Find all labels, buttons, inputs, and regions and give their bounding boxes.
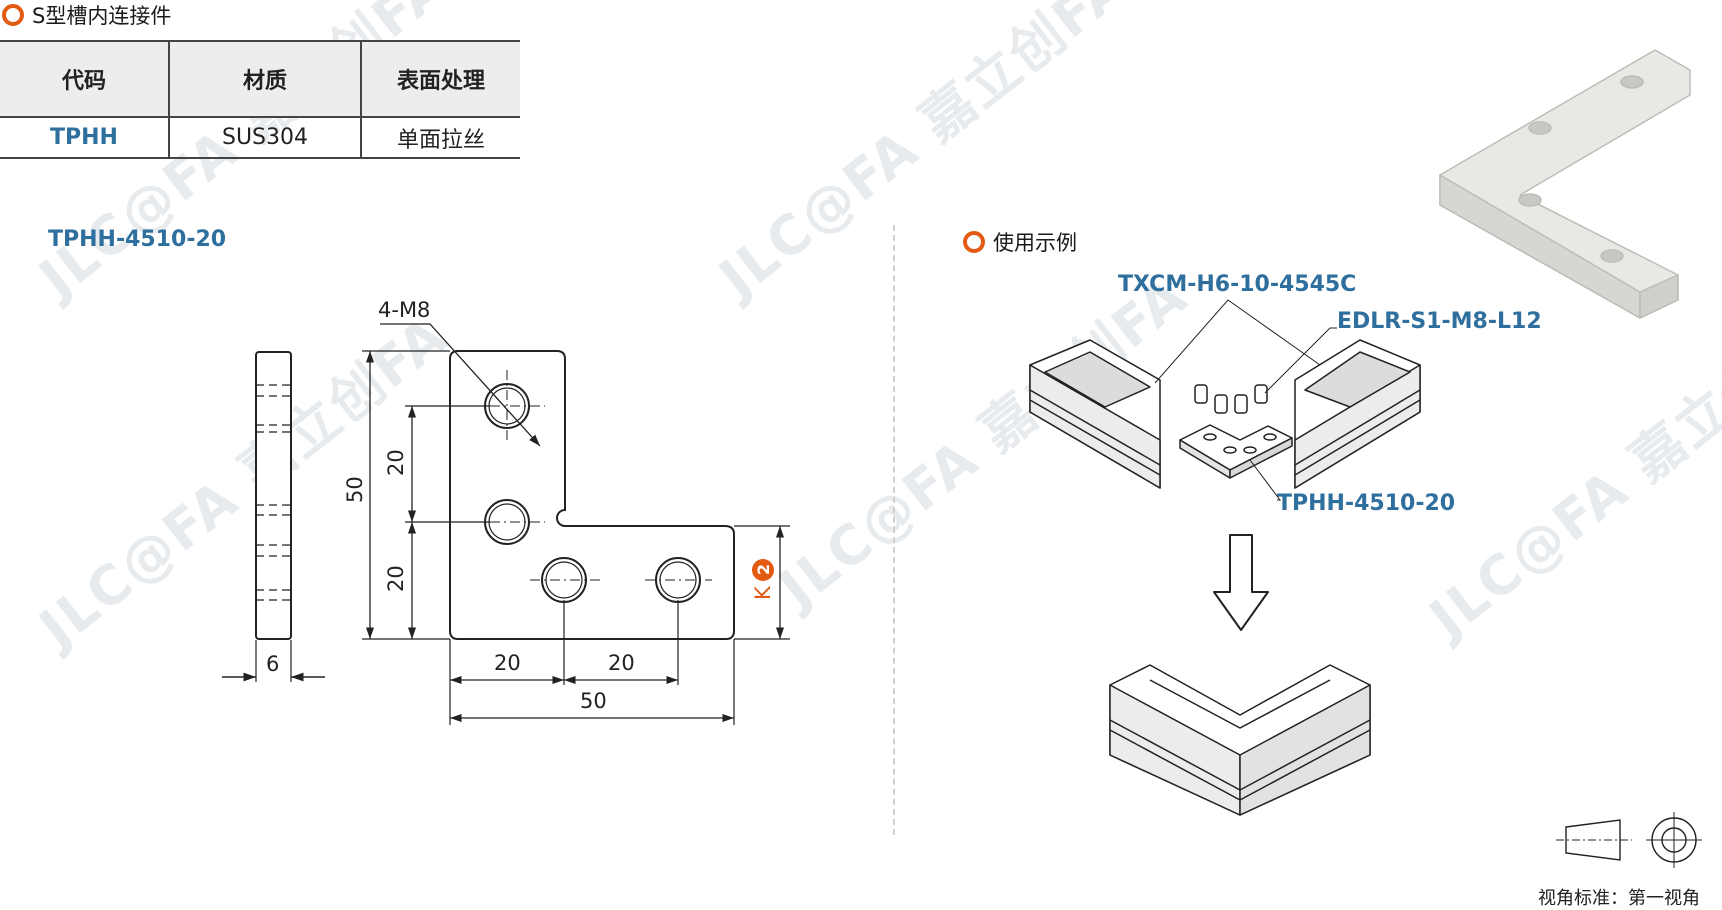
k-badge-text: 2 (754, 564, 773, 575)
cell-code: TPHH (0, 117, 169, 159)
profile-left (1029, 339, 1161, 489)
spec-section-title: S型槽内连接件 (2, 0, 171, 30)
side-view-hidden-lines (256, 384, 291, 601)
product-3d-image (1439, 49, 1691, 319)
height-total-dim-text: 50 (343, 476, 367, 503)
part-number-label: TPHH-4510-20 (48, 227, 227, 252)
hole-callout-text: 4-M8 (378, 298, 430, 322)
pitch-h2-dim-text: 20 (608, 651, 635, 675)
usage-section-title: 使用示例 (963, 227, 1077, 257)
bullet-ring-icon (2, 4, 24, 26)
header-material: 材质 (168, 41, 361, 117)
label-screw: EDLR-S1-M8-L12 (1337, 309, 1542, 334)
label-plate: TPHH-4510-20 (1277, 491, 1456, 516)
technical-drawing: 4-M8 6 50 20 20 20 20 50 K 2 (222, 298, 790, 725)
cell-surface: 单面拉丝 (360, 117, 520, 159)
k-dim-letter: K (751, 585, 775, 600)
thickness-dim-text: 6 (266, 652, 279, 676)
l-plate-small (1179, 424, 1293, 479)
label-profile: TXCM-H6-10-4545C (1118, 272, 1357, 297)
assembled-frame (1109, 664, 1371, 816)
pitch-h1-dim-text: 20 (494, 651, 521, 675)
header-code: 代码 (61, 69, 106, 94)
k-badge-icon (752, 559, 774, 581)
first-angle-projection-icon (1556, 812, 1702, 868)
spec-title-text: S型槽内连接件 (32, 4, 172, 28)
usage-illustration (1029, 49, 1702, 868)
pitch-v2-dim-text: 20 (384, 565, 408, 592)
width-total-dim-text: 50 (580, 689, 607, 713)
bullet-ring-icon (963, 231, 985, 253)
spec-table-header-row: 代码 材质 表面处理 (0, 41, 520, 117)
pitch-v1-dim-text: 20 (384, 449, 408, 476)
usage-title-text: 使用示例 (993, 231, 1077, 255)
section-divider (893, 225, 895, 835)
set-screws (1194, 384, 1268, 414)
hole-callout-leader (380, 323, 541, 447)
side-view (255, 351, 292, 640)
spec-table: 代码 材质 表面处理 TPHH SUS304 单面拉丝 (0, 40, 520, 159)
table-row: TPHH SUS304 单面拉丝 (0, 117, 520, 159)
header-surface: 表面处理 (360, 41, 520, 117)
profile-right (1294, 339, 1421, 489)
down-arrow-icon (1213, 534, 1269, 631)
projection-label: 视角标准：第一视角 (1538, 888, 1700, 909)
cell-material: SUS304 (168, 117, 361, 159)
